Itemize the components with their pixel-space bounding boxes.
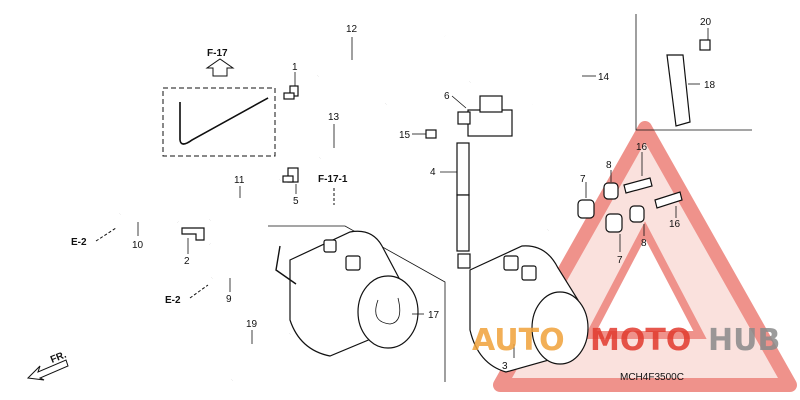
callout-18: 18 <box>704 80 716 91</box>
ref-f17: F-17 <box>207 48 228 59</box>
callout-14: 14 <box>598 72 610 83</box>
watermark-auto: AUTO <box>472 323 565 358</box>
canister-17: 17 <box>268 225 446 382</box>
watermark-triangle-inner <box>583 221 707 339</box>
joint-2: 2 <box>181 227 205 267</box>
watermark-moto: MOTO <box>590 323 691 358</box>
hose-12: 12 <box>316 24 536 106</box>
callout-10: 10 <box>132 240 144 251</box>
e2-references: E-2 E-2 <box>71 227 209 306</box>
arrow-left-icon-2 <box>189 284 209 299</box>
hose-19: 19 <box>229 319 292 383</box>
callout-15: 15 <box>399 130 411 141</box>
hose-14: 14 <box>544 58 610 232</box>
valve-6: 6 <box>444 91 513 137</box>
hose-10: 10 <box>117 203 180 251</box>
tube-4: 4 <box>430 142 470 252</box>
up-arrow-icon <box>205 58 235 77</box>
fitting-1: 1 <box>283 62 299 100</box>
callout-4: 4 <box>430 167 436 178</box>
callout-1: 1 <box>292 62 298 73</box>
callout-16-upper: 16 <box>636 142 648 153</box>
callout-7-upper: 7 <box>580 174 586 185</box>
front-arrow-icon <box>26 359 69 381</box>
callout-16-lower: 16 <box>669 219 681 230</box>
callout-5: 5 <box>293 196 299 207</box>
callout-6: 6 <box>444 91 450 102</box>
f17-reference: F-17 <box>162 48 276 157</box>
callout-17: 17 <box>428 310 440 321</box>
bolt-15: 15 <box>399 129 437 141</box>
callout-20: 20 <box>700 17 712 28</box>
canister-3: 3 <box>457 245 589 373</box>
callout-3: 3 <box>502 361 508 372</box>
fitting-5: 5 <box>282 167 299 207</box>
callout-12: 12 <box>346 24 358 35</box>
bracket-inset: 20 18 <box>635 14 752 131</box>
mounts: 7 8 16 8 7 16 <box>577 142 683 266</box>
callout-2: 2 <box>184 256 190 267</box>
callout-8-lower: 8 <box>641 238 647 249</box>
f17-1-reference: F-17-1 <box>318 174 348 205</box>
front-indicator: FR. <box>26 349 69 381</box>
watermark-hub: HUB <box>708 323 780 358</box>
callout-19: 19 <box>246 319 258 330</box>
arrow-left-icon <box>95 227 117 242</box>
ref-e2-top: E-2 <box>71 237 87 248</box>
ref-e2-bottom: E-2 <box>165 295 181 306</box>
callout-9: 9 <box>226 294 232 305</box>
callout-13: 13 <box>328 112 340 123</box>
diagram-code: MCH4F3500C <box>620 372 684 383</box>
watermark-text: AUTO MOTO HUB <box>472 323 780 358</box>
inset-box <box>162 87 276 157</box>
callout-8-upper: 8 <box>606 160 612 171</box>
hose-11: 11 <box>208 175 282 224</box>
hose-9: 9 <box>208 240 232 305</box>
callout-11: 11 <box>234 175 245 186</box>
callout-7-lower: 7 <box>617 255 623 266</box>
ref-f17-1: F-17-1 <box>318 174 348 185</box>
hose-13: 13 <box>317 101 389 161</box>
